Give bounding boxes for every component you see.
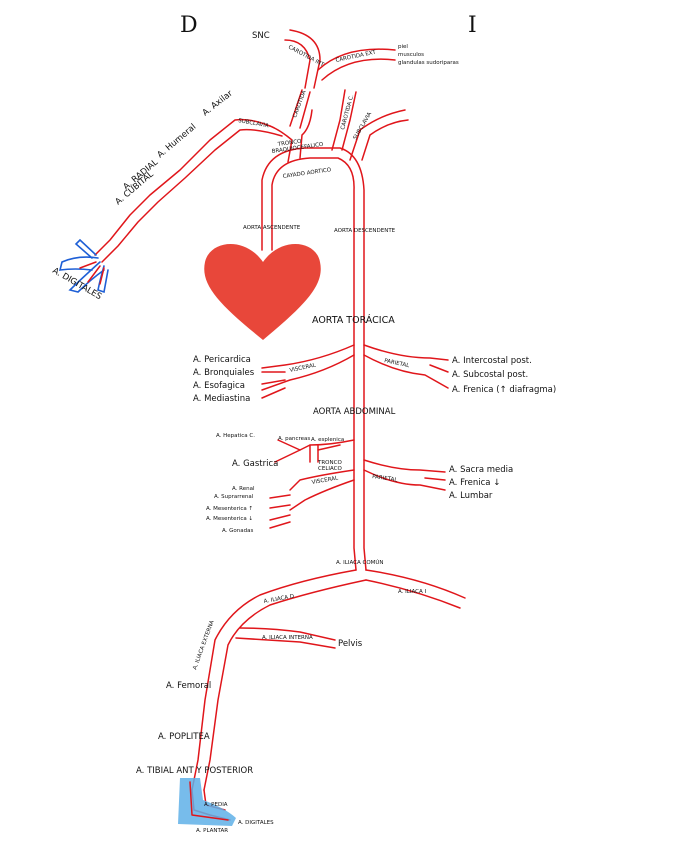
label-abd-visceral-3: A. Mesenterica ↑ — [206, 505, 253, 512]
label-poplitea: A. POPLITEA — [158, 732, 210, 742]
label-aorta-toracica: AORTA TORÁCICA — [312, 314, 395, 326]
label-pancreas: A. pancreas — [278, 436, 310, 442]
label-cayado: CAYADO AORTICO — [282, 167, 332, 180]
label-pelvis: Pelvis — [338, 639, 363, 649]
side-label-left: I — [468, 13, 477, 38]
label-humeral: A. Humeral — [156, 122, 199, 160]
label-plantar: A. PLANTAR — [196, 828, 228, 834]
label-iliaca-comun: A. ILIACA COMÚN — [336, 559, 384, 566]
label-gastrica: A. Gastrica — [232, 459, 278, 469]
label-iliaca-interna: A. ILIACA INTERNA — [262, 635, 313, 641]
label-abd-parietal-3: A. Lumbar — [449, 491, 493, 501]
label-abd-visceral-1: A. Renal — [232, 486, 255, 492]
label-tronco-celiaco-2: CELIACO — [318, 466, 343, 472]
label-subclavia-d: SUBCLAVIA — [238, 118, 270, 129]
label-thoracic-parietal-2: A. Subcostal post. — [452, 370, 528, 380]
label-ext-target-1: piel — [398, 44, 408, 50]
labels: SNC CAROTIDA INT CAROTIDA EXT piel muscu… — [51, 31, 557, 834]
label-ext-target-2: musculos — [398, 52, 424, 58]
label-abd-visceral-5: A. Gonadas — [222, 528, 254, 534]
label-digitales-pie: A. DIGITALES — [238, 820, 274, 826]
label-thoracic-visceral-4: A. Mediastina — [193, 394, 250, 404]
heart-shape — [204, 244, 321, 340]
label-aorta-abdominal: AORTA ABDOMINAL — [313, 407, 396, 417]
label-carotida-d: CAROTIDA — [292, 89, 308, 118]
label-femoral: A. Femoral — [166, 681, 211, 691]
label-thoracic-visceral-2: A. Bronquiales — [193, 368, 255, 378]
label-iliaca-i: A. ILIACA I — [398, 589, 426, 595]
label-parietal-a: PARIETAL — [372, 474, 399, 484]
label-iliaca-externa: A. ILIACA EXTERNA — [192, 619, 216, 670]
label-abd-parietal-2: A. Frenica ↓ — [449, 478, 500, 488]
label-hepatica: A. Hepatica C. — [216, 433, 255, 439]
label-snc: SNC — [252, 31, 270, 41]
label-abd-visceral-4: A. Mesenterica ↓ — [206, 515, 253, 522]
label-parietal-t: PARIETAL — [384, 358, 411, 369]
label-thoracic-parietal-3: A. Frenica (↑ diafragma) — [452, 385, 556, 395]
label-aorta-asc: AORTA ASCENDENTE — [243, 225, 301, 231]
label-pedia: A. PEDIA — [204, 802, 228, 808]
side-label-right: D — [180, 13, 198, 38]
label-iliaca-d: A. ILIACA D — [263, 594, 294, 605]
label-esplenica: A. esplenica — [311, 437, 344, 443]
label-thoracic-visceral-1: A. Pericardica — [193, 355, 251, 365]
label-ext-target-3: glandulas sudoriparas — [398, 60, 459, 66]
label-thoracic-parietal-1: A. Intercostal post. — [452, 356, 532, 366]
label-abd-parietal-1: A. Sacra media — [449, 465, 513, 475]
label-axilar: A. Axilar — [201, 88, 235, 118]
label-thoracic-visceral-3: A. Esofagica — [193, 381, 245, 391]
label-carotida-i: CAROTIDA C. — [340, 94, 355, 131]
label-abd-visceral-2: A. Suprarrenal — [214, 494, 254, 500]
label-aorta-desc: AORTA DESCENDENTE — [334, 228, 396, 234]
label-tibial: A. TIBIAL ANT Y POSTERIOR — [136, 766, 253, 776]
